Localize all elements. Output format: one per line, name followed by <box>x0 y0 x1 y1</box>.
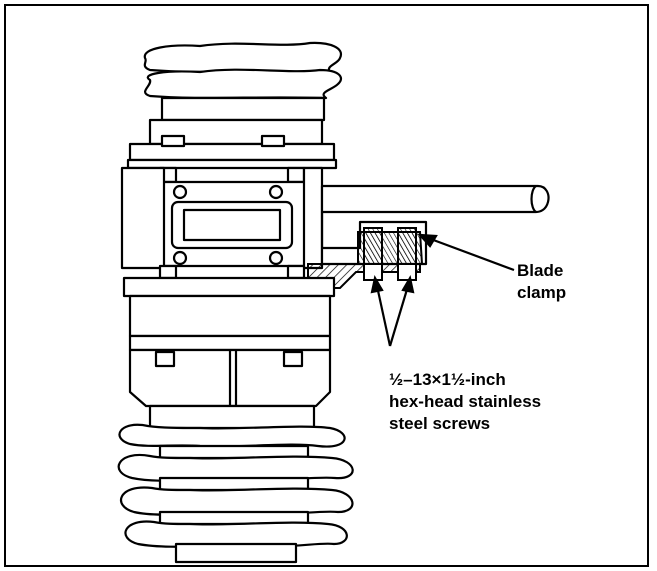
lower-shed-2 <box>117 453 354 482</box>
bolt-circle <box>172 250 188 266</box>
bolt-head <box>158 264 178 280</box>
screw-head <box>397 263 417 281</box>
bolt-circle <box>268 184 284 200</box>
lower-shed-4 <box>124 520 348 548</box>
lower-shed-1 <box>118 423 346 448</box>
arrowhead <box>370 274 384 294</box>
upper-insulator-neck <box>160 96 326 122</box>
top-flange-plate <box>128 142 336 162</box>
nut <box>154 350 176 368</box>
bolt-head <box>286 264 306 280</box>
arrowhead <box>401 274 415 294</box>
name-plate-inner <box>182 208 282 242</box>
upper-shed-top <box>143 41 343 74</box>
bolt-circle <box>268 250 284 266</box>
blade-clamp-label: Blade clamp <box>517 261 567 302</box>
screws-label: ½–13×1½-inch hex-head stainless steel sc… <box>389 370 542 433</box>
lower-flange-plate <box>122 276 336 298</box>
blade-pipe <box>320 184 550 214</box>
lower-shed-3 <box>120 486 354 516</box>
screw-leader-right <box>388 285 410 347</box>
screw-leader-left <box>375 285 392 347</box>
arrowhead <box>417 233 438 248</box>
lower-insulator-neck <box>148 404 316 430</box>
bolt-head <box>286 166 306 184</box>
nut <box>282 350 304 368</box>
screw-head <box>363 263 383 281</box>
upper-shed-middle <box>144 68 343 100</box>
bolt-circle <box>172 184 188 200</box>
blade-clamp-leader <box>427 236 515 272</box>
